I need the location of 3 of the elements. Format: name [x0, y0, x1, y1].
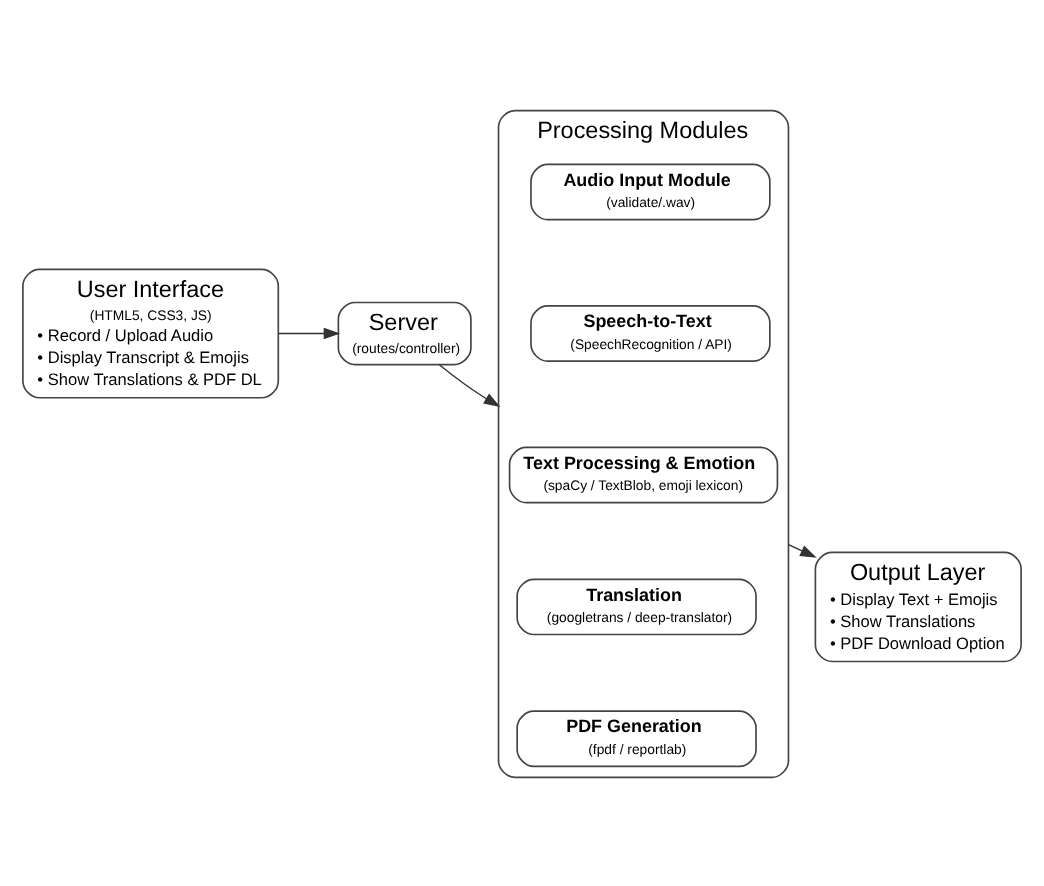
arrow: [787, 542, 817, 557]
arrow: [438, 363, 501, 407]
arrow: [277, 326, 341, 339]
